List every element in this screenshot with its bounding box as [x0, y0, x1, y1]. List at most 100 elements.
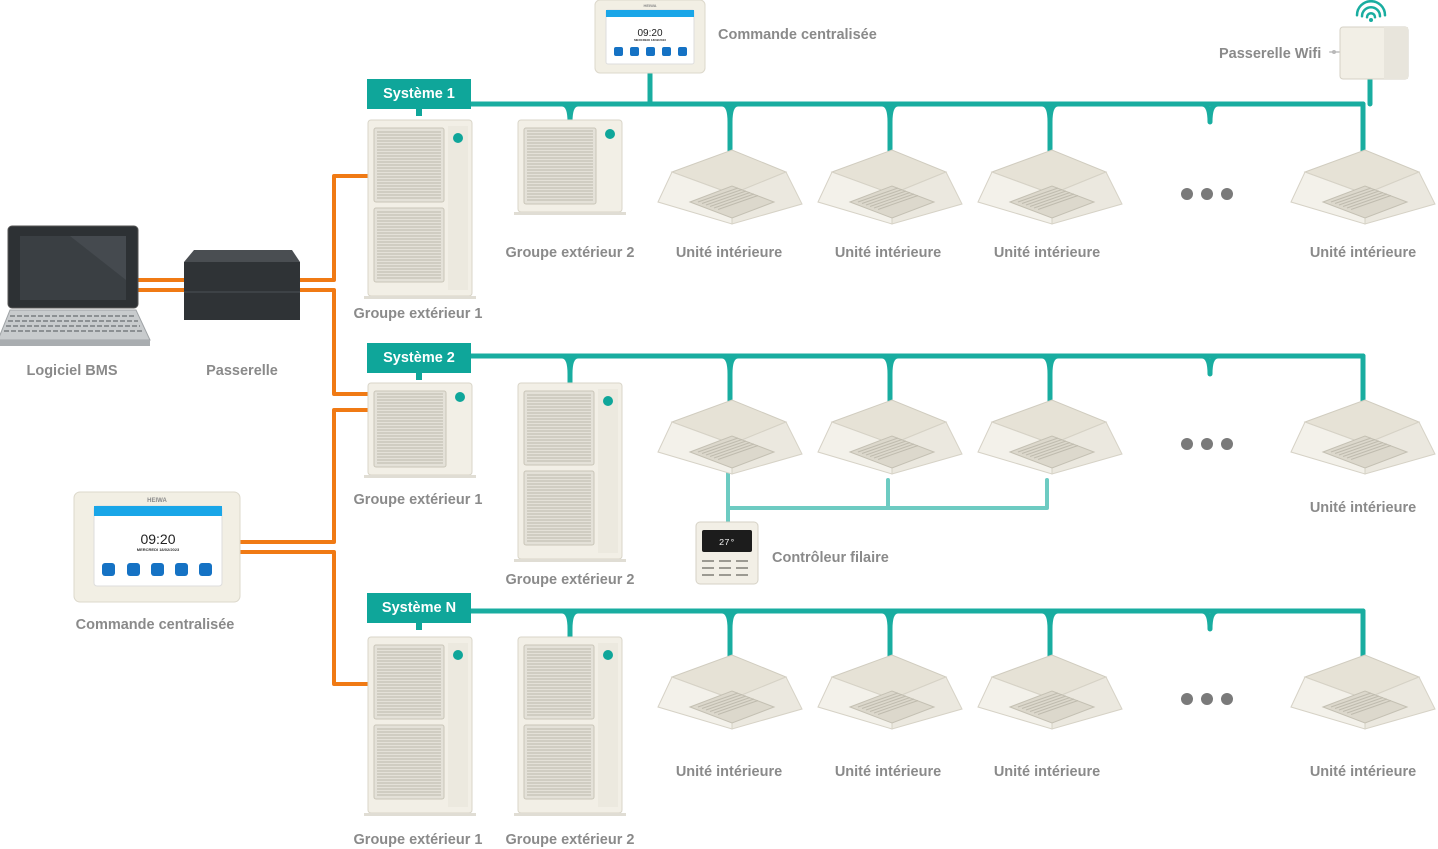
grille-slat — [869, 442, 911, 457]
grille-slat — [705, 190, 747, 206]
comm-bus-line — [298, 288, 370, 396]
controller-button-icon — [102, 563, 115, 576]
brand-logo-icon — [453, 650, 463, 660]
wired-controller-key — [736, 560, 748, 562]
grille-slat — [713, 193, 755, 209]
indoor-cassette-unit — [657, 399, 803, 475]
grille-slat — [865, 695, 907, 711]
indoor-cassette-unit — [1290, 149, 1436, 225]
fan-grille — [523, 127, 597, 205]
controller-button-icon — [646, 47, 655, 56]
indoor-cassette-unit — [977, 399, 1123, 475]
grille-slat — [1334, 694, 1376, 709]
grille-slat — [1330, 692, 1372, 708]
grille-slat — [1330, 437, 1372, 453]
grille-slat — [717, 195, 759, 210]
wifi-gateway-label: Passerelle Wifi — [1219, 46, 1322, 62]
grille-slat — [877, 195, 919, 210]
side-panel — [448, 126, 468, 290]
gateway-box-icon — [184, 250, 300, 320]
indoor-unit-label: Unité intérieure — [834, 764, 942, 780]
indoor-unit-label: Unité intérieure — [993, 764, 1101, 780]
grille-slat — [857, 692, 899, 708]
outdoor-unit-2-label: Groupe extérieur 2 — [505, 832, 635, 848]
grille-slat — [857, 187, 899, 203]
grille-slat — [1025, 190, 1067, 206]
grille-slat — [717, 445, 759, 460]
outdoor-unit-1-sysn — [364, 636, 476, 816]
wifi-icon — [1355, 0, 1387, 22]
grille-slat — [701, 694, 743, 709]
grille-slat — [1346, 698, 1388, 714]
grille-slat — [709, 697, 751, 712]
more-units-ellipsis — [1181, 188, 1241, 200]
grille-slat — [697, 187, 739, 203]
wired-controller-key — [736, 574, 748, 576]
controller-button-icon — [151, 563, 164, 576]
more-units-ellipsis — [1181, 438, 1241, 450]
outdoor-unit-2-label: Groupe extérieur 2 — [505, 245, 635, 261]
grille-slat — [1346, 443, 1388, 459]
wired-controller-key — [702, 560, 714, 562]
system-n-badge: Système N — [367, 593, 471, 630]
wired-controller-temp: 27° — [719, 538, 735, 548]
grille-slat — [1017, 187, 1059, 203]
outdoor-unit-1-label: Groupe extérieur 1 — [353, 306, 483, 322]
controller-brand: HEIWA — [147, 498, 167, 504]
outdoor-unit-2-label: Groupe extérieur 2 — [505, 572, 635, 588]
grille-slat — [1342, 442, 1384, 457]
wifi-arc — [1365, 11, 1377, 19]
bms-software-label: Logiciel BMS — [26, 363, 118, 379]
indoor-unit-label: Unité intérieure — [675, 764, 783, 780]
indoor-cassette-unit — [817, 149, 963, 225]
screen-glare — [70, 236, 126, 280]
laptop-icon — [0, 225, 151, 346]
indoor-cassette-unit — [1290, 654, 1436, 730]
grille-slat — [873, 698, 915, 714]
side-panel — [448, 643, 468, 807]
grille-slat — [861, 694, 903, 709]
unit-base — [364, 296, 476, 299]
grille-slat — [861, 189, 903, 204]
grille-slat — [701, 189, 743, 204]
system-1-badge: Système 1 — [367, 79, 471, 116]
indoor-unit-label: Unité intérieure — [993, 245, 1101, 261]
gateway-top — [184, 250, 300, 262]
grille-slat — [717, 700, 759, 715]
grille-slat — [1021, 439, 1063, 454]
grille-slat — [1350, 700, 1392, 715]
outdoor-unit-2-sysn — [514, 636, 626, 816]
indoor-unit-label: Unité intérieure — [1309, 764, 1417, 780]
controller-button-icon — [127, 563, 140, 576]
grille-slat — [1033, 443, 1075, 459]
refrigerant-branch — [1199, 608, 1221, 632]
grille-slat — [1350, 195, 1392, 210]
indoor-unit-label: Unité intérieure — [834, 245, 942, 261]
grille-slat — [713, 698, 755, 714]
grille-slat — [1346, 193, 1388, 209]
comm-bus-line — [298, 174, 370, 282]
wired-controller-key — [719, 560, 731, 562]
wifi-arc — [1355, 0, 1387, 17]
controller-button-icon — [175, 563, 188, 576]
grille-slat — [877, 445, 919, 460]
outdoor-unit-2-sys1 — [514, 119, 626, 215]
grille-slat — [705, 695, 747, 711]
unit-base — [514, 559, 626, 562]
unit-base — [514, 212, 626, 215]
grille-slat — [869, 192, 911, 207]
controller-time: 09:20 — [140, 531, 175, 547]
side-panel — [598, 389, 618, 553]
grille-slat — [1338, 440, 1380, 456]
wired-controller-label: Contrôleur filaire — [772, 550, 889, 566]
wifi-dot — [1369, 18, 1373, 22]
outdoor-unit-1-label: Groupe extérieur 1 — [353, 492, 483, 508]
wifi-gateway — [1332, 26, 1409, 80]
grille-slat — [1334, 189, 1376, 204]
wired-controller-key — [702, 574, 714, 576]
wired-controller-display — [702, 530, 752, 552]
indoor-unit-label: Unité intérieure — [675, 245, 783, 261]
grille-slat — [1342, 697, 1384, 712]
cable-plug — [1332, 50, 1336, 54]
